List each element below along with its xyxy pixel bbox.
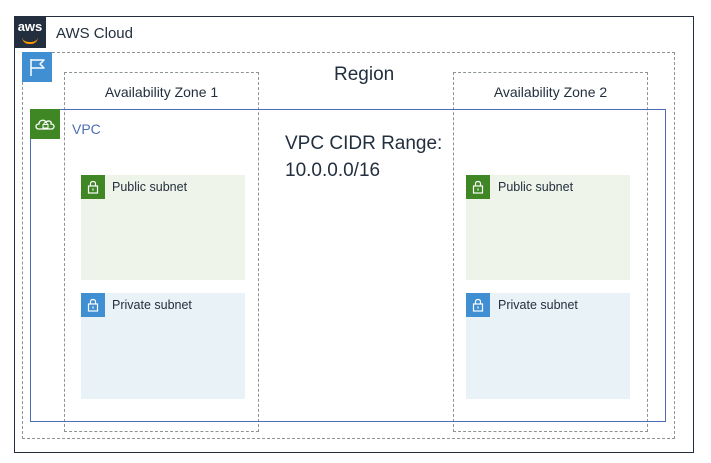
lock-icon [466, 175, 490, 199]
public-subnet-az1 [81, 175, 245, 280]
lock-icon [81, 175, 105, 199]
cidr-value: 10.0.0.0/16 [285, 160, 381, 181]
private-subnet-az2-label: Private subnet [498, 298, 578, 312]
aws-cloud-label: AWS Cloud [56, 25, 133, 42]
vpc-label: VPC [72, 121, 101, 137]
lock-icon [466, 293, 490, 317]
cidr-title: VPC CIDR Range: [285, 133, 443, 154]
public-subnet-az1-label: Public subnet [112, 180, 188, 194]
lock-icon [81, 293, 105, 317]
private-subnet-az2 [466, 293, 630, 399]
aws-logo-icon: aws [14, 16, 46, 48]
aws-cloud-group [14, 16, 694, 453]
cloud-lock-icon [30, 109, 60, 139]
vpc-group [30, 109, 666, 422]
region-group [22, 52, 675, 439]
private-subnet-az1 [81, 293, 245, 399]
vpc-cidr-range: VPC CIDR Range: 10.0.0.0/16 [285, 130, 442, 184]
public-subnet-az2 [466, 175, 630, 280]
public-subnet-az2-label: Public subnet [498, 180, 574, 194]
private-subnet-az1-label: Private subnet [112, 298, 192, 312]
availability-zone-2-label: Availability Zone 2 [493, 84, 608, 100]
availability-zone-2 [453, 72, 648, 432]
availability-zone-1-label: Availability Zone 1 [104, 84, 219, 100]
availability-zone-1 [64, 72, 259, 432]
aws-logo-text: aws [17, 19, 43, 34]
flag-icon [22, 52, 52, 82]
region-label: Region [334, 64, 395, 85]
